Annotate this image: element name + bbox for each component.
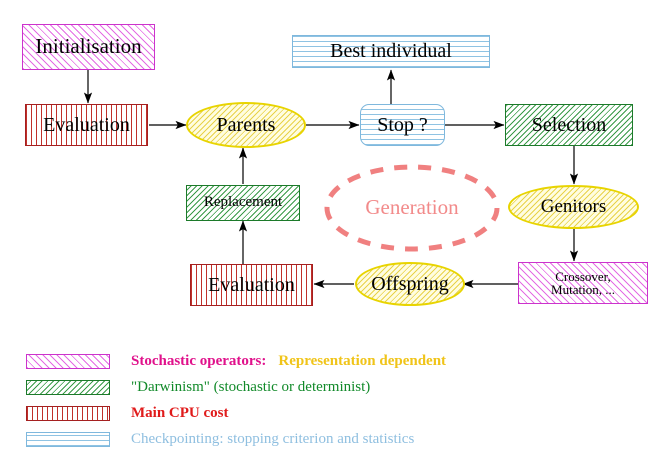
node-evaluation-bottom[interactable]: Evaluation [190,264,313,306]
node-evaluation-top[interactable]: Evaluation [25,104,148,146]
legend-swatch-red-vertical-hatch-icon [26,405,110,421]
node-selection[interactable]: Selection [505,104,633,146]
generation-dashed-ellipse [324,164,500,252]
legend-label-darwinism: "Darwinism" (stochastic or determinist) [131,378,371,395]
node-generation: Generation [327,190,497,226]
node-best-individual[interactable]: Best individual [292,35,490,68]
node-parents[interactable]: Parents [186,102,306,148]
legend-swatch-magenta-diagonal-hatch-icon [26,353,110,369]
node-generation-label: Generation [365,195,459,220]
node-crossover-line1: Crossover, [555,268,611,284]
node-genitors-label: Genitors [540,196,607,218]
legend-row-stochastic-operators: Stochastic operators: Representation dep… [26,350,446,372]
legend-sublabel-representation-dependent: Representation dependent [278,352,447,369]
node-best-individual-label: Best individual [330,40,452,63]
node-offspring[interactable]: Offspring [355,262,465,306]
node-stop-label: Stop ? [377,113,428,136]
legend-label-stochastic-operators: Stochastic operators: [131,352,267,369]
node-crossover-line2: Mutation, ... [551,282,615,297]
legend-swatch-green-diagonal-hatch-icon [26,379,110,395]
node-evaluation-top-label: Evaluation [43,113,130,136]
legend-label-main-cpu-cost: Main CPU cost [131,404,229,421]
node-parents-label: Parents [216,113,276,136]
node-selection-label: Selection [531,113,607,136]
node-stop[interactable]: Stop ? [360,104,445,146]
node-crossover-mutation[interactable]: Crossover, Mutation, ... [518,262,648,304]
node-replacement-label: Replacement [203,194,283,211]
node-initialisation-label: Initialisation [35,34,142,59]
node-replacement[interactable]: Replacement [186,185,300,221]
legend: Stochastic operators: Representation dep… [0,340,662,460]
legend-swatch-blue-horizontal-hatch-icon [26,431,110,447]
node-initialisation[interactable]: Initialisation [22,24,155,70]
legend-row-main-cpu-cost: Main CPU cost [26,402,229,424]
node-offspring-label: Offspring [371,272,449,295]
legend-label-checkpointing: Checkpointing: stopping criterion and st… [131,430,415,447]
node-evaluation-bottom-label: Evaluation [208,273,295,296]
legend-row-darwinism: "Darwinism" (stochastic or determinist) [26,376,370,398]
legend-row-checkpointing: Checkpointing: stopping criterion and st… [26,428,414,450]
node-genitors[interactable]: Genitors [508,185,639,229]
